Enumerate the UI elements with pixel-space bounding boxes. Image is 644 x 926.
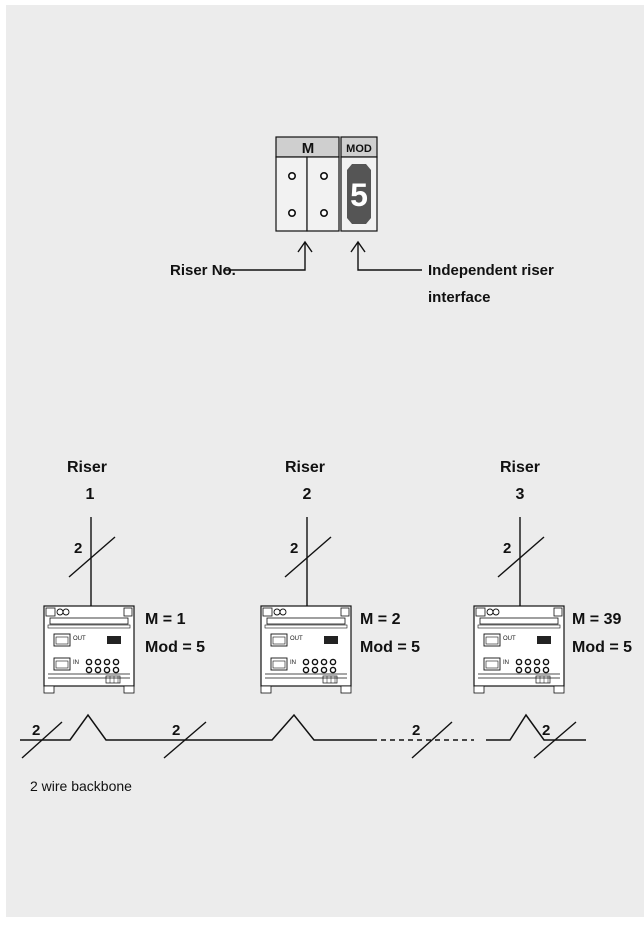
backbone-wire-count-4: 2: [542, 722, 550, 739]
backbone-wire-ticks: [21, 721, 577, 759]
riser-2: Riser 2 2 M = 2 Mod = 5: [260, 459, 420, 694]
device-3-out-label: OUT: [503, 636, 516, 642]
backbone-wire-count-1: 2: [32, 722, 40, 739]
riser-2-title: Riser: [285, 459, 325, 476]
riser-3-title: Riser: [500, 459, 540, 476]
switch-header-m: M: [302, 140, 315, 157]
riser-1: Riser 1 2 M = 1 Mod = 5: [43, 459, 205, 694]
label-riser-no: Riser No.: [170, 262, 236, 279]
device-2-out-label: OUT: [290, 636, 303, 642]
dip-switch: M MOD 5: [275, 136, 378, 232]
device-port-labels: OUT IN OUT IN OUT IN: [73, 636, 516, 666]
dip-contacts: [287, 172, 328, 218]
backbone-wire-count-3: 2: [412, 722, 420, 739]
riser-3: Riser 3 2 M = 39 Mod = 5: [473, 459, 632, 694]
riser-3-wire-count: 2: [503, 540, 511, 557]
riser-1-mod-label: Mod = 5: [145, 639, 205, 656]
riser-1-interface-device: [43, 605, 135, 694]
riser-1-number: 1: [86, 486, 95, 503]
riser-1-title: Riser: [67, 459, 107, 476]
riser-3-mod-label: Mod = 5: [572, 639, 632, 656]
riser-2-mod-label: Mod = 5: [360, 639, 420, 656]
riser-2-interface-device: [260, 605, 352, 694]
device-1-in-label: IN: [73, 660, 79, 666]
label-independent-riser-1: Independent riser: [428, 262, 554, 279]
riser-2-number: 2: [303, 486, 312, 503]
device-2-in-label: IN: [290, 660, 296, 666]
label-independent-riser-2: interface: [428, 289, 491, 306]
riser-3-m-label: M = 39: [572, 611, 621, 628]
riser-3-interface-device: [473, 605, 565, 694]
riser-1-wire-count: 2: [74, 540, 82, 557]
backbone-line: [20, 713, 586, 741]
riser-3-number: 3: [516, 486, 525, 503]
backbone-wire-count-2: 2: [172, 722, 180, 739]
device-1-out-label: OUT: [73, 636, 86, 642]
mod-selector: [347, 164, 371, 224]
mod-value: 5: [350, 177, 368, 213]
riser-1-m-label: M = 1: [145, 611, 186, 628]
riser-2-m-label: M = 2: [360, 611, 401, 628]
switch-header-mod: MOD: [346, 143, 372, 155]
device-3-in-label: IN: [503, 660, 509, 666]
riser-2-wire-count: 2: [290, 540, 298, 557]
backbone-label: 2 wire backbone: [30, 778, 132, 794]
pointer-arrows: [225, 240, 422, 271]
